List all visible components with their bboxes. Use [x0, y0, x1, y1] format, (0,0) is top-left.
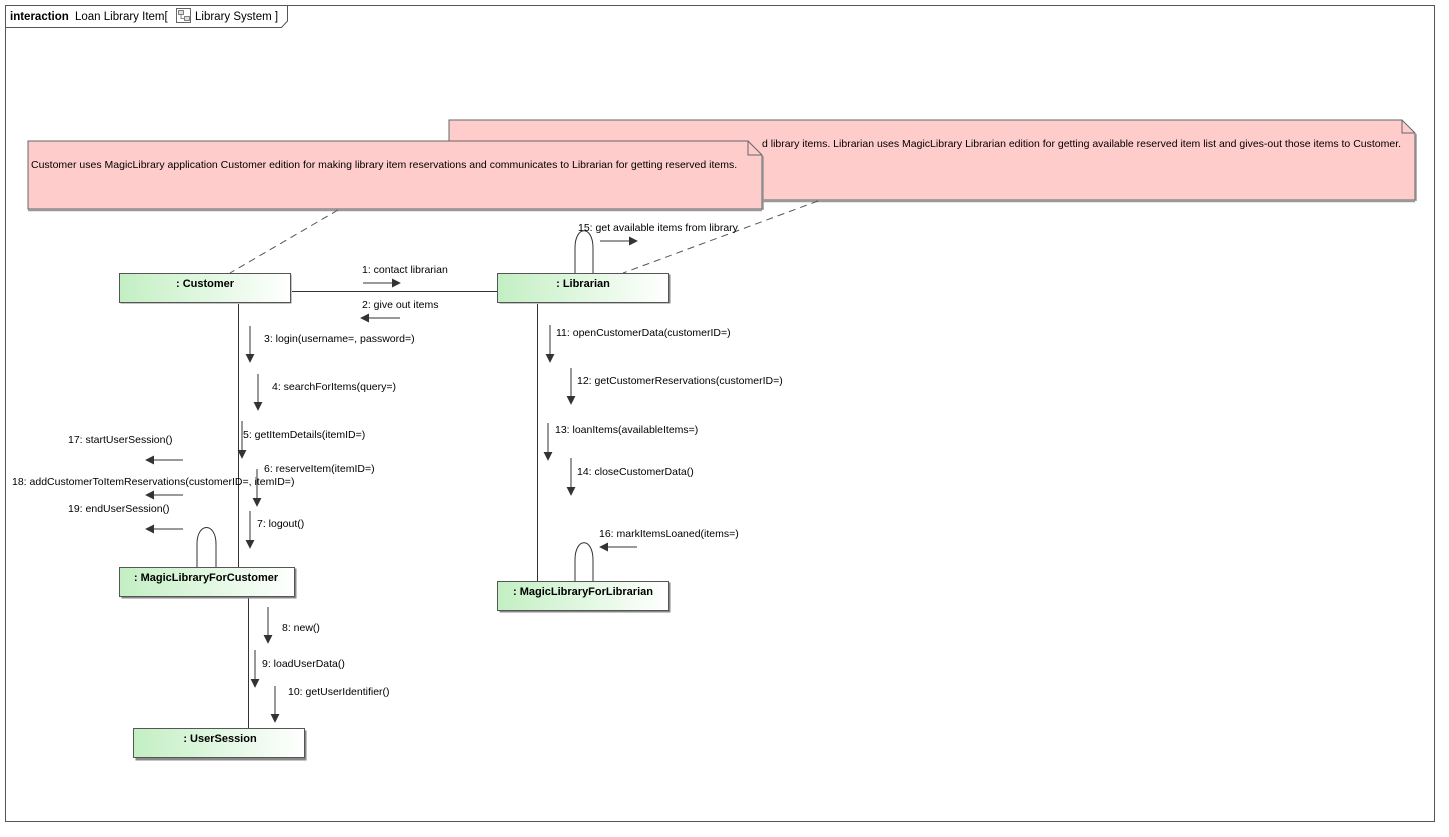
lifeline-customer[interactable]: : Customer	[119, 273, 292, 304]
interaction-frame: interaction Loan Library Item[ Library S…	[5, 5, 1435, 822]
message-6-label: 6: reserveItem(itemID=)	[264, 463, 375, 475]
links	[196, 230, 594, 729]
self-link-librarian	[574, 230, 594, 274]
lifeline-usersession[interactable]: : UserSession	[133, 728, 307, 761]
message-9-label: 9: loadUserData()	[262, 658, 345, 670]
message-13-label: 13: loanItems(availableItems=)	[555, 424, 698, 436]
lifeline-usersession-label: : UserSession	[183, 733, 257, 745]
message-7-label: 7: logout()	[257, 518, 304, 530]
message-4-label: 4: searchForItems(query=)	[272, 381, 396, 393]
message-15-label: 15: get available items from library	[578, 222, 739, 234]
note-anchor-librarian	[622, 200, 819, 274]
note-librarian-text: d library items. Librarian uses MagicLib…	[762, 138, 1401, 150]
message-12-label: 12: getCustomerReservations(customerID=)	[577, 375, 783, 387]
frame-keyword: interaction	[10, 11, 69, 23]
frame-name: Loan Library Item[	[75, 11, 168, 23]
message-11-label: 11: openCustomerData(customerID=)	[556, 327, 731, 339]
lifeline-librarian-label: : Librarian	[556, 278, 610, 290]
lifeline-librarian[interactable]: : Librarian	[497, 273, 671, 304]
frame-context: Library System ]	[195, 11, 278, 23]
message-3-label: 3: login(username=, password=)	[264, 333, 415, 345]
message-16-label: 16: markItemsLoaned(items=)	[599, 528, 739, 540]
self-link-magiccustomer	[196, 527, 217, 567]
message-1-label: 1: contact librarian	[362, 264, 448, 276]
message-19-label: 19: endUserSession()	[68, 503, 170, 515]
message-2-label: 2: give out items	[362, 299, 438, 311]
message-10-label: 10: getUserIdentifier()	[288, 686, 390, 698]
lifeline-magiclibraryforcustomer[interactable]: : MagicLibraryForCustomer	[119, 567, 297, 599]
lifeline-customer-label: : Customer	[176, 278, 235, 290]
message-5-label: 5: getItemDetails(itemID=)	[243, 429, 365, 441]
self-link-magiclibrarian	[574, 542, 594, 581]
message-14-label: 14: closeCustomerData()	[577, 466, 694, 478]
class-diagram-icon	[176, 8, 191, 23]
lifeline-magiclibrarian-label: : MagicLibraryForLibrarian	[513, 586, 653, 598]
lifeline-magiclibraryforlibrarian[interactable]: : MagicLibraryForLibrarian	[497, 581, 671, 613]
message-8-label: 8: new()	[282, 622, 320, 634]
message-17-label: 17: startUserSession()	[68, 434, 172, 446]
note-customer: Customer uses MagicLibrary application C…	[27, 140, 764, 212]
message-18-label: 18: addCustomerToItemReservations(custom…	[12, 476, 294, 488]
message-arrows	[145, 236, 638, 723]
note-customer-text: Customer uses MagicLibrary application C…	[31, 159, 737, 171]
lifeline-magiccustomer-label: : MagicLibraryForCustomer	[134, 572, 279, 584]
note-anchor-customer	[229, 209, 339, 274]
message-labels: 1: contact librarian 2: give out items 3…	[12, 222, 783, 698]
